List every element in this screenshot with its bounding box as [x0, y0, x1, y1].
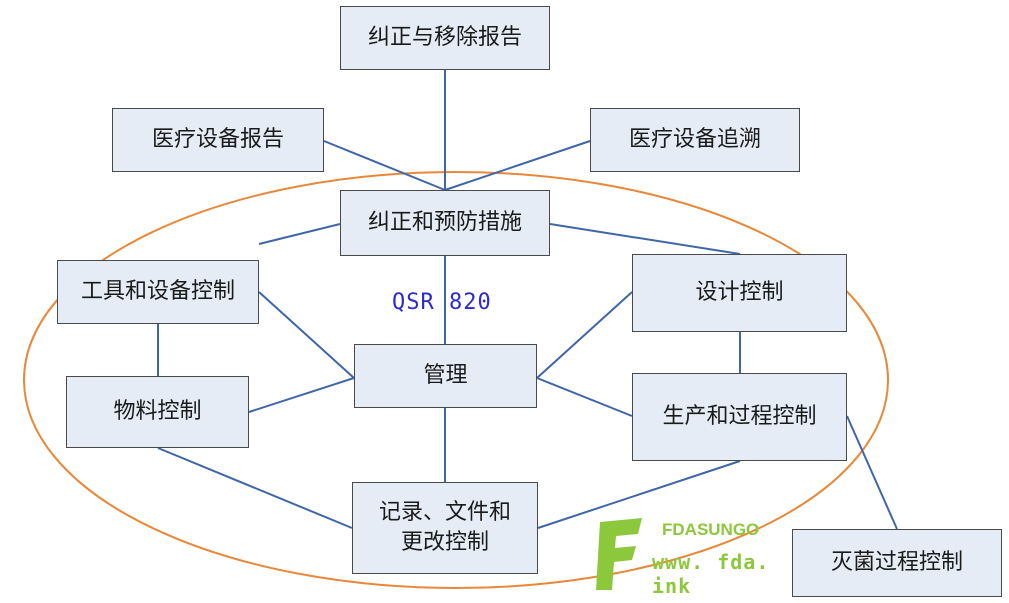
edge-material-control-to-records-docs	[157, 447, 353, 529]
node-device-report: 医疗设备报告	[112, 108, 324, 172]
fdasungo-watermark: FDASUNGO www. fda. ink	[592, 512, 812, 598]
watermark-url: www. fda. ink	[652, 550, 770, 598]
edge-production-process-to-management	[536, 377, 633, 417]
edge-device-tracking-to-capa	[444, 140, 591, 191]
node-tools-equipment: 工具和设备控制	[57, 260, 259, 324]
node-design-control: 设计控制	[632, 254, 847, 332]
fdasungo-logo-icon	[596, 518, 642, 590]
edge-production-process-to-sterilization	[846, 415, 898, 530]
edge-capa-to-tools-equipment	[258, 223, 341, 245]
qsr-820-label: QSR 820	[392, 290, 492, 315]
edge-design-control-to-management	[536, 291, 633, 379]
edge-capa-to-design-control	[549, 223, 741, 255]
watermark-brand: FDASUNGO	[662, 520, 760, 539]
node-corrective-removal: 纠正与移除报告	[340, 6, 550, 70]
edge-device-report-to-capa	[323, 140, 446, 191]
edge-tools-equipment-to-management	[258, 291, 355, 379]
qsr-boundary-ellipse	[23, 171, 889, 589]
edge-material-control-to-management	[248, 377, 355, 413]
node-production-process: 生产和过程控制	[632, 373, 847, 461]
node-capa: 纠正和预防措施	[340, 190, 550, 256]
edge-production-process-to-records-docs	[537, 460, 741, 529]
node-records-docs: 记录、文件和 更改控制	[352, 482, 538, 574]
node-device-tracking: 医疗设备追溯	[590, 108, 800, 172]
node-management: 管理	[354, 344, 537, 408]
node-sterilization: 灭菌过程控制	[792, 529, 1002, 597]
node-material-control: 物料控制	[66, 376, 249, 448]
